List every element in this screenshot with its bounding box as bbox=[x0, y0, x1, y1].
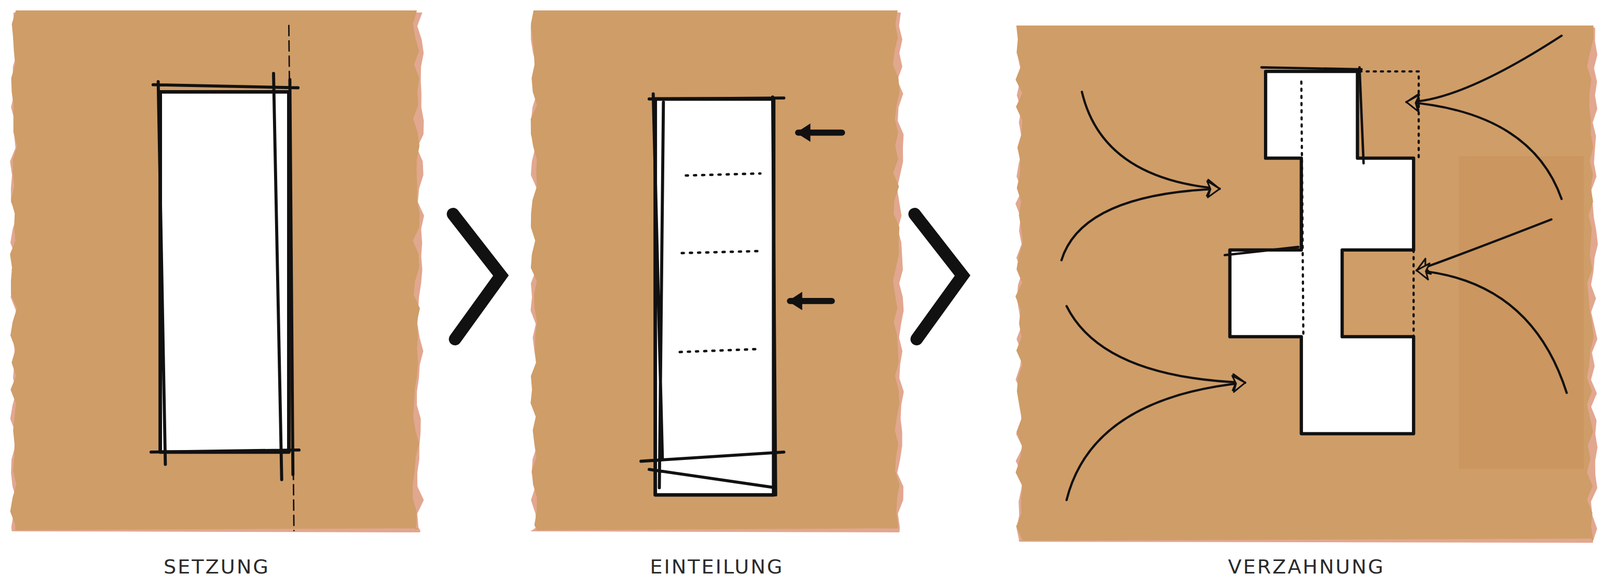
flow-arrow bbox=[1066, 382, 1246, 501]
flow-arrow bbox=[1066, 306, 1246, 383]
push-arrow bbox=[789, 298, 832, 305]
flow-arrow bbox=[1061, 188, 1220, 260]
panel-label: SETZUNG bbox=[160, 555, 274, 583]
flow-arrow bbox=[1406, 35, 1562, 103]
paint-patch bbox=[1458, 156, 1584, 469]
step-chevron bbox=[898, 275, 1021, 277]
panel-box: VERZAHNUNG bbox=[1020, 25, 1593, 583]
division-line bbox=[679, 173, 762, 353]
axis-line bbox=[288, 25, 294, 531]
step-chevron bbox=[418, 275, 536, 277]
flow-arrow bbox=[1406, 102, 1562, 200]
paint-ground bbox=[530, 10, 900, 531]
paint-ground bbox=[9, 10, 420, 531]
flow-arrow bbox=[1416, 270, 1567, 393]
building-block bbox=[655, 98, 774, 495]
panel-box: SETZUNG bbox=[15, 10, 419, 583]
dotted-outline bbox=[1301, 71, 1419, 337]
sketch-lines bbox=[1224, 67, 1364, 255]
panel-box: EINTEILUNG bbox=[535, 10, 899, 583]
flow-arrow bbox=[1416, 219, 1552, 271]
push-arrow bbox=[798, 129, 842, 136]
panel-label: VERZAHNUNG bbox=[1224, 555, 1388, 583]
panel-label: EINTEILUNG bbox=[646, 555, 787, 583]
building-block bbox=[160, 91, 290, 453]
flow-arrow bbox=[1082, 91, 1220, 189]
sketch-lines bbox=[640, 93, 784, 495]
sketch-lines bbox=[151, 73, 300, 480]
paint-ground bbox=[1015, 25, 1594, 541]
